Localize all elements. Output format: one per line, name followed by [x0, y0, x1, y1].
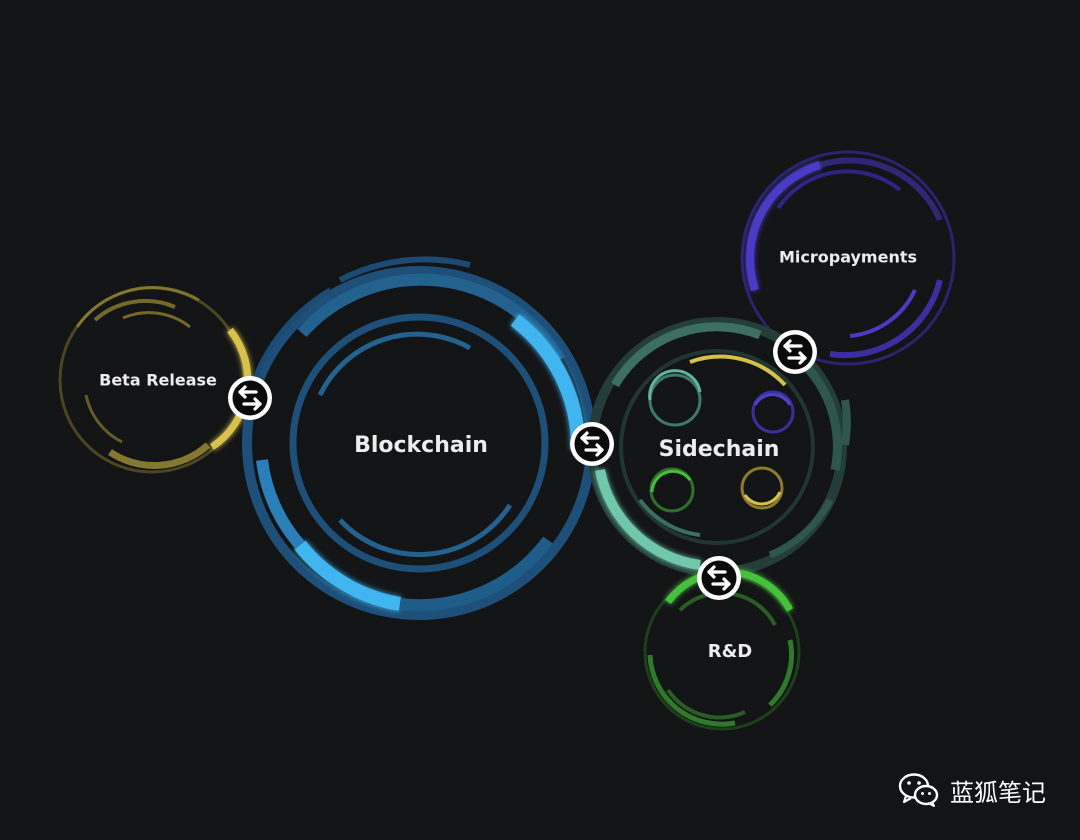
- connector-blockchain-sidechain[interactable]: [568, 420, 616, 468]
- micropayments-label: Micropayments: [779, 248, 917, 267]
- sidechain-subnodes: [648, 369, 795, 513]
- node-blockchain[interactable]: Blockchain: [242, 256, 596, 620]
- watermark-text: 蓝狐笔记: [950, 778, 1046, 807]
- connector-sidechain-micropayments[interactable]: [771, 328, 819, 376]
- connector-sidechain-rnd[interactable]: [695, 554, 743, 602]
- wechat-icon: [898, 773, 939, 807]
- swap-arrows-icon: [695, 554, 743, 602]
- node-beta-release[interactable]: Beta Release: [58, 285, 252, 474]
- beta-release-rings: [58, 285, 252, 474]
- watermark: 蓝狐笔记: [898, 772, 1046, 808]
- swap-arrows-icon: [771, 328, 819, 376]
- connector-beta-blockchain[interactable]: [226, 374, 274, 422]
- node-micropayments[interactable]: Micropayments: [740, 150, 956, 366]
- rnd-label: R&D: [708, 641, 753, 662]
- swap-arrows-icon: [568, 420, 616, 468]
- blockchain-rings: [242, 256, 596, 620]
- sidechain-label: Sidechain: [659, 437, 780, 462]
- micropayments-rings: [740, 150, 956, 366]
- swap-arrows-icon: [226, 374, 274, 422]
- beta-release-label: Beta Release: [99, 371, 217, 390]
- blockchain-label: Blockchain: [354, 433, 488, 458]
